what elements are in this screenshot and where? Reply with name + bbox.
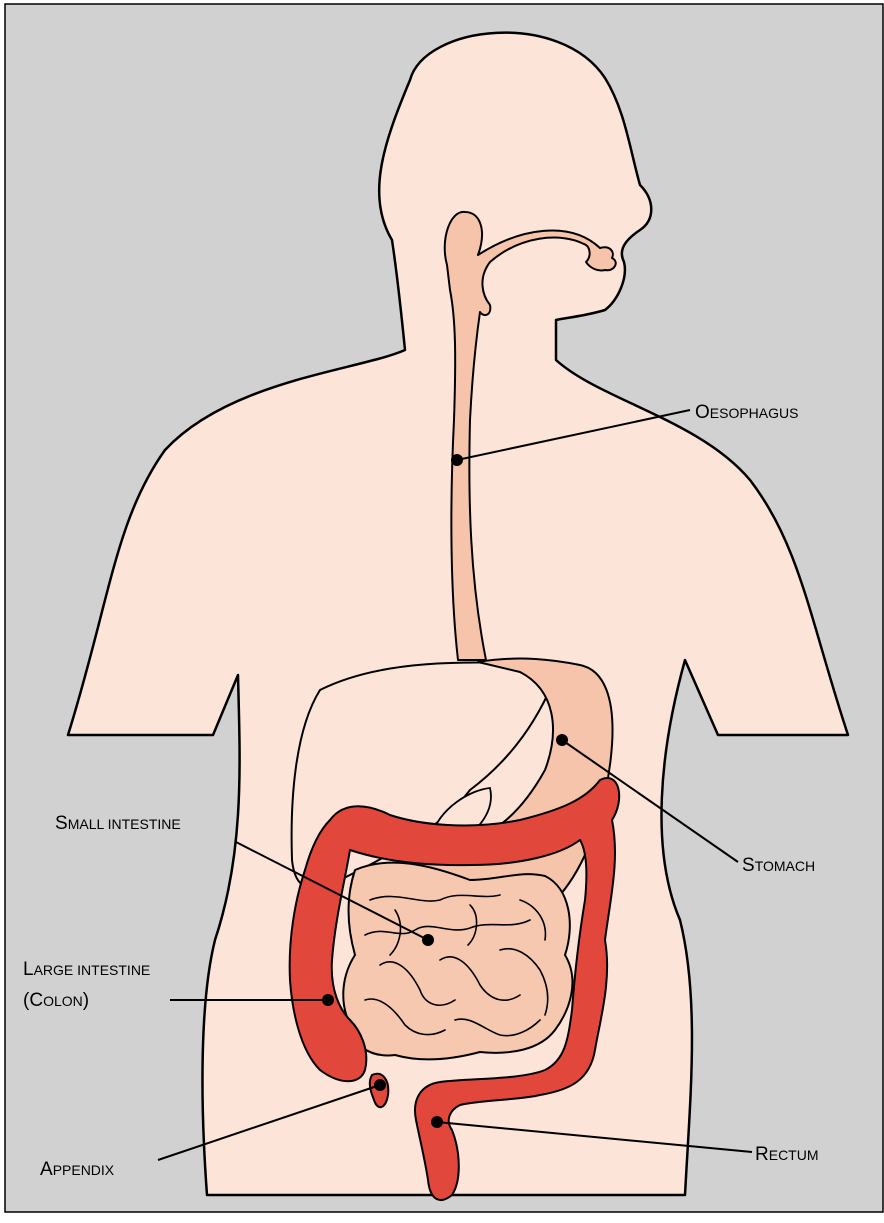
label-small-intestine: SMALL INTESTINE xyxy=(55,813,181,834)
dot-appendix xyxy=(374,1079,386,1091)
dot-small-intestine xyxy=(422,934,434,946)
label-appendix: APPENDIX xyxy=(40,1159,115,1180)
dot-stomach xyxy=(556,734,568,746)
dot-oesophagus xyxy=(451,454,463,466)
small-intestine xyxy=(343,863,572,1060)
label-rectum: RECTUM xyxy=(755,1144,819,1165)
dot-large-intestine xyxy=(322,994,334,1006)
label-stomach: STOMACH xyxy=(742,855,815,876)
label-large-intestine: LARGE INTESTINE xyxy=(23,959,150,980)
label-oesophagus: OESOPHAGUS xyxy=(695,402,798,423)
dot-rectum xyxy=(431,1116,443,1128)
label-colon: (COLON) xyxy=(23,990,89,1011)
